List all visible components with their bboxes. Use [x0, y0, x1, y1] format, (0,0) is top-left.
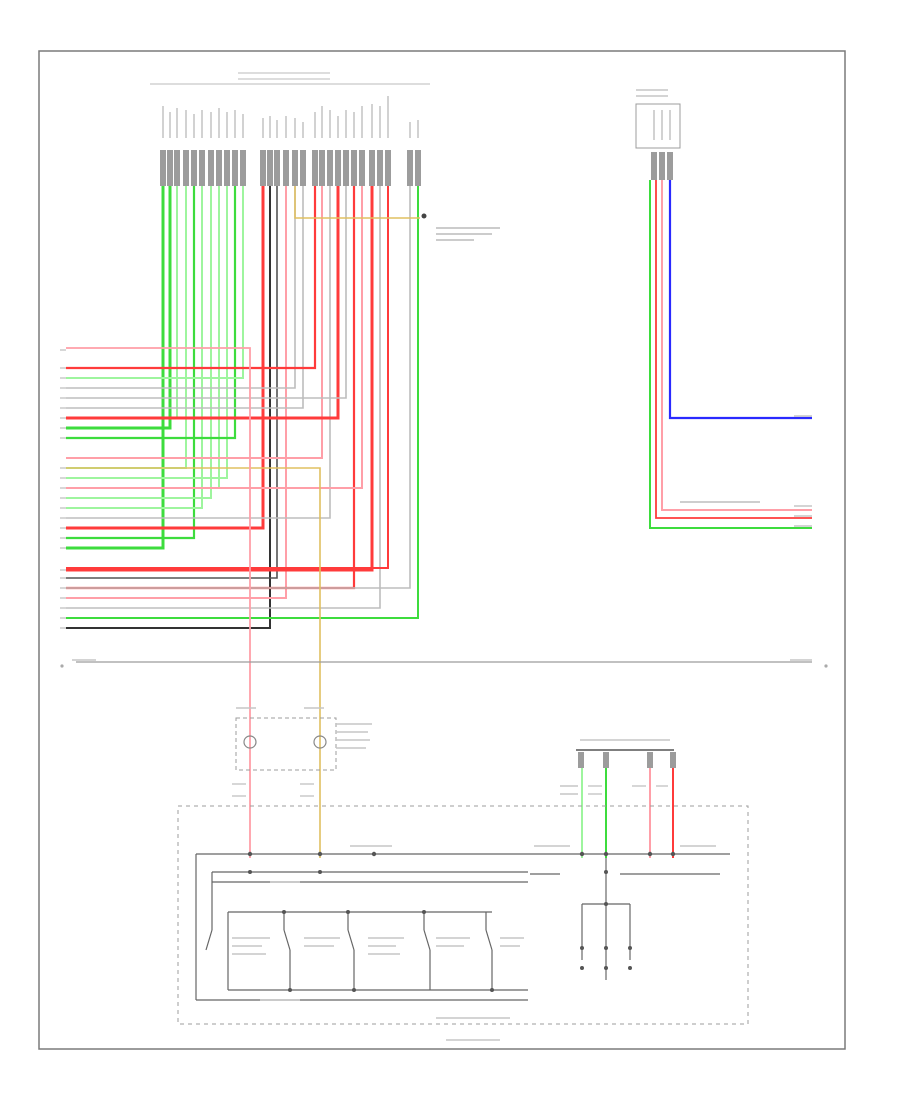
wire-green-8: [66, 186, 220, 489]
top-pin-labels: [162, 96, 419, 138]
middle-component: [232, 707, 372, 797]
wire-gray-2: [66, 186, 304, 409]
wire-blue: [668, 180, 812, 420]
top-connector-pins: [160, 150, 421, 186]
right-connector-wires: [649, 180, 812, 529]
wire-green-12: [66, 186, 419, 619]
wire-red-5: [66, 186, 374, 572]
wire-red-3: [66, 186, 340, 420]
wire-yellow-down: [66, 467, 321, 858]
bottom-module-nodes: [247, 851, 676, 992]
right-connector: [635, 89, 681, 180]
wire-gray-3: [66, 186, 331, 519]
wire-right-pink: [661, 180, 812, 511]
bottom-module-internals: [195, 853, 730, 1001]
wire-green-1: [66, 186, 165, 550]
wire-green-7: [66, 186, 212, 499]
wire-pink-1: [66, 186, 287, 599]
harness-wires: [66, 186, 420, 858]
wire-gray-1: [66, 186, 296, 389]
wire-pink-2: [66, 186, 323, 459]
wire-right-green: [649, 180, 812, 529]
wire-gray-5: [66, 186, 381, 609]
harness-header: [150, 72, 430, 85]
wire-green-2: [66, 186, 172, 430]
wire-black-1: [66, 186, 271, 629]
left-row-labels: [60, 349, 66, 629]
wire-black-2: [66, 186, 278, 579]
page-continuation-line: [60, 659, 828, 668]
bottom-module-outline: [177, 805, 749, 1025]
wire-red-1: [66, 186, 265, 530]
wire-green-11: [66, 186, 244, 379]
wire-green-4: [66, 186, 187, 469]
ground-symbol: [421, 213, 500, 241]
diagram-frame: [38, 50, 846, 1050]
bottom-module-labels: [232, 845, 716, 1041]
wire-pink-loop: [66, 347, 251, 360]
wire-green-5: [66, 186, 196, 540]
wire-red-2: [66, 186, 317, 370]
wire-pink-3: [66, 186, 363, 489]
wire-green-6: [66, 186, 203, 509]
wire-green-10: [66, 186, 237, 440]
wire-gray-4: [66, 186, 347, 399]
jumper-wires: [581, 768, 674, 858]
wire-green-9: [66, 186, 228, 479]
wire-gray-6: [66, 186, 411, 589]
wire-right-red: [655, 180, 812, 519]
wire-red-6: [66, 186, 389, 569]
wire-green-3: [66, 186, 178, 419]
wire-yellow-ground: [294, 186, 420, 219]
jumper-connector: [576, 739, 676, 768]
right-row-labels: [794, 415, 812, 527]
jumper-labels: [560, 785, 668, 795]
